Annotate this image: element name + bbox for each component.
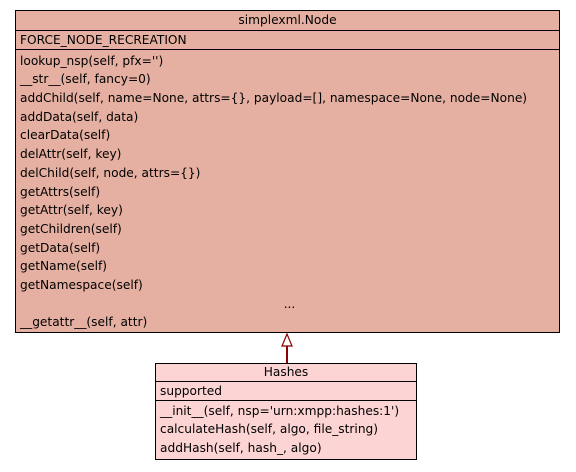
- method-get-children: getChildren(self): [20, 221, 122, 236]
- method-get-attrs: getAttrs(self): [20, 184, 101, 199]
- class-node-title: simplexml.Node: [16, 11, 559, 31]
- method-getattr: __getattr__(self, attr): [20, 315, 148, 330]
- inheritance-arrowhead: [281, 332, 293, 347]
- method-str: __str__(self, fancy=0): [20, 72, 151, 87]
- method-get-namespace: getNamespace(self): [20, 277, 143, 292]
- method-lookup-nsp: lookup_nsp(self, pfx=''): [20, 53, 164, 68]
- class-hashes[interactable]: Hashes supported __init__(self, nsp='urn…: [155, 363, 417, 460]
- method-add-hash: addHash(self, hash_, algo): [160, 441, 322, 456]
- class-node-attribute: FORCE_NODE_RECREATION: [16, 31, 559, 50]
- method-get-data: getData(self): [20, 240, 101, 255]
- class-hashes-title: Hashes: [156, 364, 416, 382]
- method-init: __init__(self, nsp='urn:xmpp:hashes:1'): [160, 403, 400, 418]
- method-calculate-hash: calculateHash(self, algo, file_string): [160, 422, 379, 437]
- method-add-child: addChild(self, name=None, attrs={}, payl…: [20, 91, 528, 106]
- method-del-attr: delAttr(self, key): [20, 147, 122, 162]
- class-hashes-attribute: supported: [156, 382, 416, 401]
- class-node-methods: lookup_nsp(self, pfx='') __str__(self, f…: [16, 50, 559, 332]
- method-add-data: addData(self, data): [20, 109, 139, 124]
- method-get-attr: getAttr(self, key): [20, 203, 123, 218]
- method-clear-data: clearData(self): [20, 128, 111, 143]
- method-ellipsis: ...: [283, 296, 296, 311]
- method-get-name: getName(self): [20, 259, 108, 274]
- method-del-child: delChild(self, node, attrs={}): [20, 165, 201, 180]
- class-node[interactable]: simplexml.Node FORCE_NODE_RECREATION loo…: [15, 10, 560, 333]
- class-hashes-methods: __init__(self, nsp='urn:xmpp:hashes:1') …: [156, 401, 416, 458]
